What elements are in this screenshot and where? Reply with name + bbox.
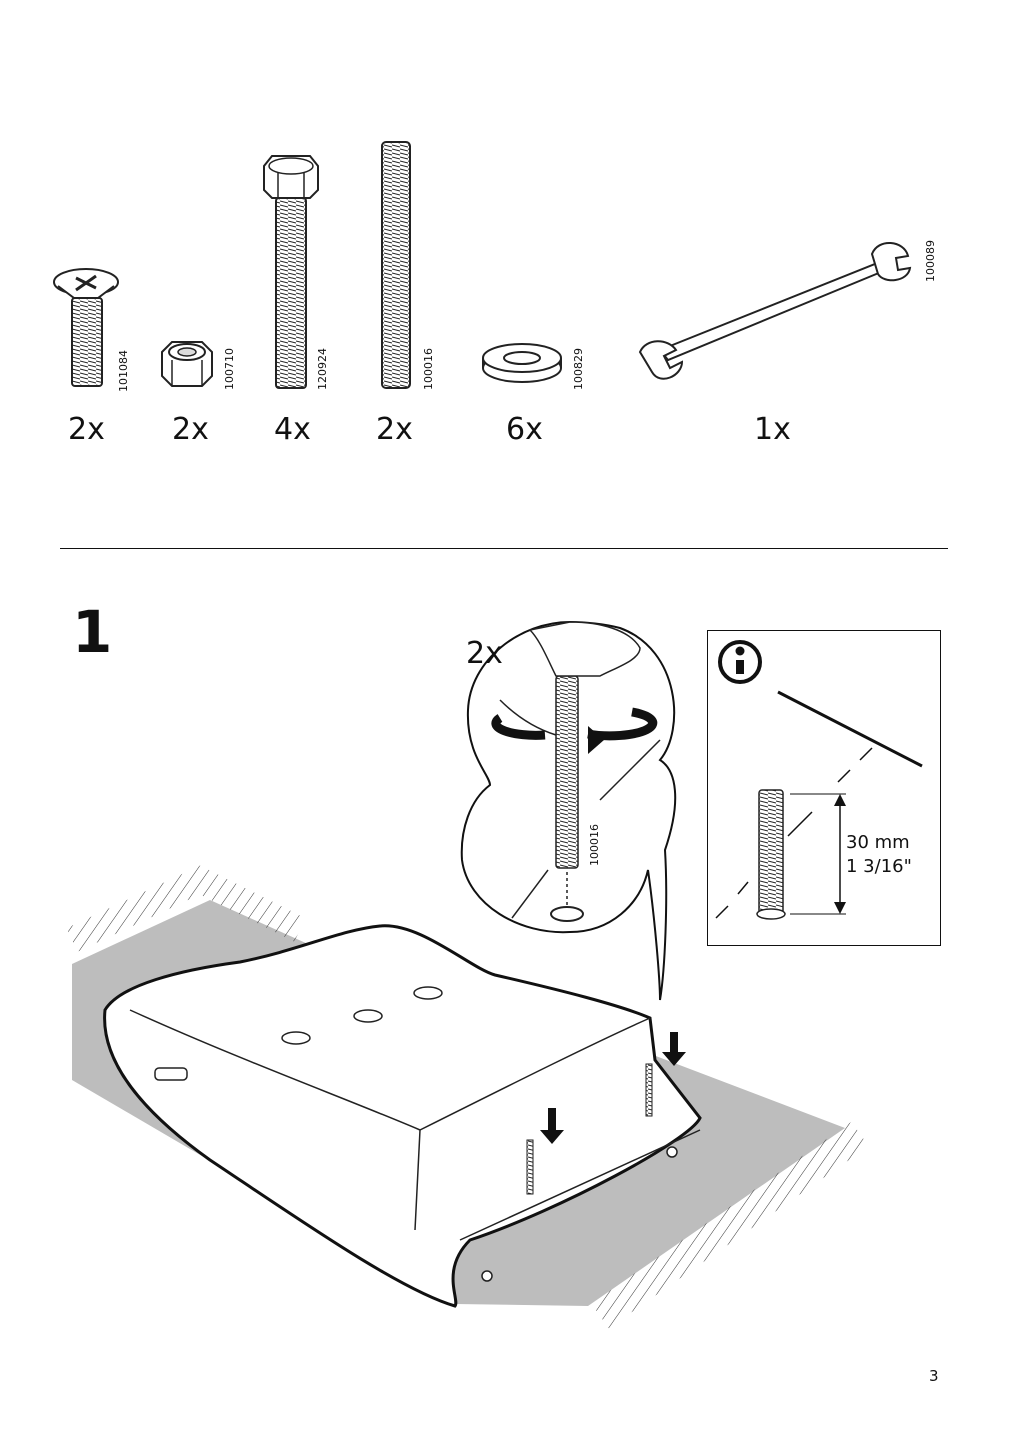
info-box (707, 630, 941, 946)
part-code-100089: 100089 (924, 240, 937, 282)
detail-quantity: 2x (466, 636, 503, 671)
threaded-rod-icon (381, 141, 411, 389)
part-qty-100829: 6x (506, 412, 543, 447)
part-code-120924: 120924 (316, 348, 329, 390)
part-code-101084: 101084 (117, 350, 130, 392)
countersunk-screw-icon (53, 268, 119, 387)
page-number: 3 (929, 1367, 939, 1385)
part-qty-100016: 2x (376, 412, 413, 447)
seat-cushion (103, 924, 702, 1308)
part-qty-101084: 2x (68, 412, 105, 447)
hex-bolt-icon (263, 155, 319, 389)
detail-part-code: 100016 (588, 824, 601, 866)
rod-length-mm: 30 mm (846, 832, 910, 853)
info-diagram (715, 690, 923, 920)
part-code-100829: 100829 (572, 348, 585, 390)
step-number: 1 (72, 598, 113, 666)
part-code-100016: 100016 (422, 348, 435, 390)
detail-bubble (460, 620, 677, 1001)
part-qty-100089: 1x (754, 412, 791, 447)
part-qty-120924: 4x (274, 412, 311, 447)
wrench-icon (638, 242, 912, 380)
part-code-100710: 100710 (223, 348, 236, 390)
rod-length-inches: 1 3/16" (846, 856, 912, 877)
part-qty-100710: 2x (172, 412, 209, 447)
hex-nut-icon (161, 341, 213, 387)
washer-icon (482, 343, 562, 383)
section-divider (60, 548, 948, 549)
info-icon (718, 640, 762, 684)
